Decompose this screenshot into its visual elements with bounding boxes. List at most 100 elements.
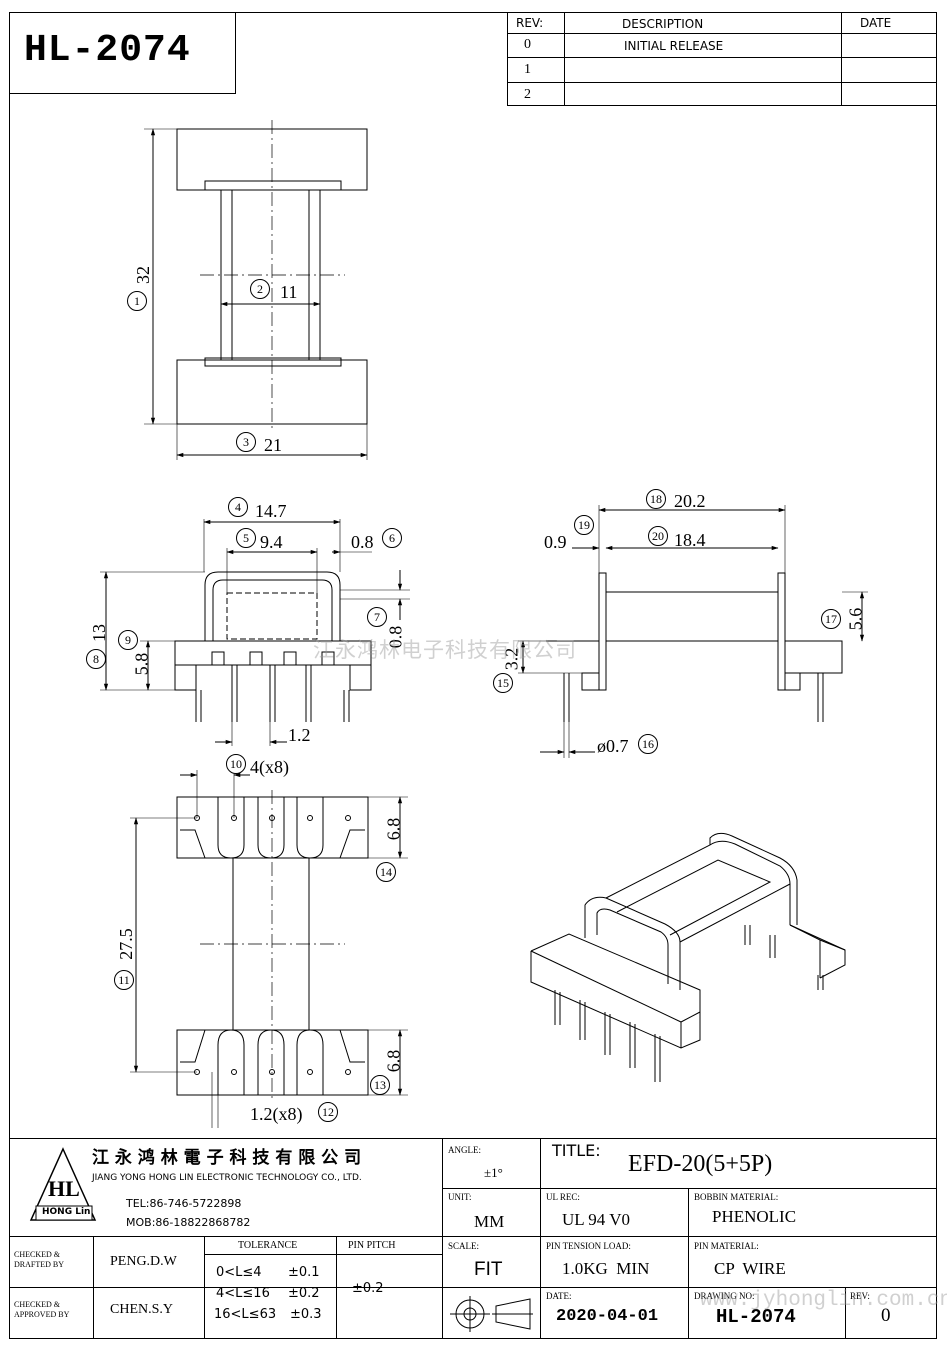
tolerance-value-3: ±0.3 bbox=[290, 1307, 322, 1322]
dim-18-ref: 18 bbox=[646, 489, 666, 509]
isometric-view bbox=[530, 832, 846, 1082]
dim-11-ref: 11 bbox=[114, 970, 134, 990]
pin-pitch-value: ±0.2 bbox=[352, 1281, 384, 1296]
scale-value: FIT bbox=[474, 1259, 503, 1280]
tolerance-range-3: 16<L≤63 bbox=[214, 1307, 277, 1322]
angle-label: ANGLE: bbox=[448, 1145, 481, 1155]
logo-text: HL bbox=[48, 1176, 80, 1201]
dim-15-ref: 15 bbox=[493, 673, 513, 693]
dim-7-ref: 7 bbox=[367, 607, 387, 627]
rev-value: 0 bbox=[881, 1305, 891, 1326]
dim-5-value: 9.4 bbox=[260, 532, 283, 552]
dim-12-value: 1.2(x8) bbox=[250, 1104, 303, 1124]
pin-tension-label: PIN TENSION LOAD: bbox=[546, 1241, 631, 1251]
rev-row-2: 2 bbox=[524, 87, 531, 102]
dim-2-value: 11 bbox=[280, 282, 298, 302]
bottom-view bbox=[130, 770, 408, 1128]
pin-material-label: PIN MATERIAL: bbox=[694, 1241, 759, 1251]
side-view bbox=[518, 505, 868, 758]
date-value: 2020-04-01 bbox=[556, 1307, 659, 1326]
rev-label: REV: bbox=[850, 1291, 870, 1301]
dim-13-ref: 13 bbox=[370, 1075, 390, 1095]
rev-row-0-description: INITIAL RELEASE bbox=[624, 39, 724, 53]
checked-drafted-label: CHECKED & DRAFTED BY bbox=[14, 1250, 65, 1270]
tolerance-range-1: 0<L≤4 bbox=[216, 1265, 262, 1280]
pin-tension-value: 1.0KG MIN bbox=[562, 1259, 650, 1278]
bobbin-material-label: BOBBIN MATERIAL: bbox=[694, 1192, 779, 1202]
dim-14-value: 6.8 bbox=[383, 817, 404, 841]
date-label: DATE: bbox=[546, 1291, 572, 1301]
angle-value: ±1° bbox=[484, 1165, 503, 1180]
drafted-by: PENG.D.W bbox=[110, 1254, 177, 1269]
dim-4-value: 14.7 bbox=[255, 501, 287, 521]
dim-13-value: 6.8 bbox=[383, 1049, 404, 1073]
dim-20-ref: 20 bbox=[648, 526, 668, 546]
dim-19-ref: 19 bbox=[574, 515, 594, 535]
part-title: EFD-20(5+5P) bbox=[628, 1151, 773, 1177]
dim-20-value: 18.4 bbox=[674, 530, 706, 550]
unit-label: UNIT: bbox=[448, 1192, 472, 1202]
rev-header: REV: bbox=[516, 16, 544, 30]
dim-8-ref: 8 bbox=[86, 649, 106, 669]
dim-14-ref: 14 bbox=[376, 862, 396, 882]
drawing-no-value: HL-2074 bbox=[716, 1306, 796, 1328]
top-view bbox=[144, 120, 368, 460]
title-label: TITLE: bbox=[552, 1141, 601, 1160]
checked-approved-label: CHECKED & APPROVED BY bbox=[14, 1300, 70, 1320]
dim-2-ref: 2 bbox=[250, 279, 270, 299]
watermark: 江永鸿林电子科技有限公司 bbox=[313, 638, 577, 662]
dim-18-value: 20.2 bbox=[674, 491, 706, 511]
pin-material-value: CP WIRE bbox=[714, 1259, 786, 1278]
approved-by: CHEN.S.Y bbox=[110, 1302, 174, 1317]
date-header: DATE bbox=[860, 16, 892, 30]
pin-pitch-dim: 1.2 bbox=[288, 725, 311, 745]
company-logo bbox=[29, 1147, 97, 1221]
dim-6-ref: 6 bbox=[382, 528, 402, 548]
front-view bbox=[100, 519, 410, 746]
dim-10-value: 4(x8) bbox=[250, 757, 289, 777]
dim-11-value: 27.5 bbox=[115, 928, 136, 960]
dim-10-ref: 10 bbox=[226, 754, 246, 774]
bobbin-material-value: PHENOLIC bbox=[712, 1207, 797, 1226]
tolerance-value-1: ±0.1 bbox=[288, 1265, 320, 1280]
drawing-no-label: DRAWING NO: bbox=[694, 1291, 755, 1301]
dim-6-value: 0.8 bbox=[351, 532, 374, 552]
ul-label: UL REC: bbox=[546, 1192, 580, 1202]
dim-9-ref: 9 bbox=[118, 630, 138, 650]
company-name-en: JIANG YONG HONG LIN ELECTRONIC TECHNOLOG… bbox=[92, 1173, 362, 1183]
dim-17-ref: 17 bbox=[821, 609, 841, 629]
dim-8-value: 13 bbox=[89, 624, 109, 642]
rev-row-1: 1 bbox=[524, 62, 531, 77]
dim-5-ref: 5 bbox=[236, 528, 256, 548]
tolerance-value-2: ±0.2 bbox=[288, 1286, 320, 1301]
ul-value: UL 94 V0 bbox=[562, 1210, 630, 1229]
part-number-box bbox=[9, 12, 236, 94]
dim-16-value: ø0.7 bbox=[597, 736, 629, 756]
rev-row-0: 0 bbox=[524, 37, 531, 52]
unit-value: MM bbox=[474, 1212, 505, 1231]
tolerance-label: TOLERANCE bbox=[238, 1240, 298, 1251]
company-name-cn: 江 永 鸿 林 電 子 科 技 有 限 公 司 bbox=[92, 1148, 362, 1168]
dim-1-ref: 1 bbox=[127, 291, 147, 311]
tolerance-range-2: 4<L≤16 bbox=[216, 1286, 270, 1301]
pin-pitch-label: PIN PITCH bbox=[348, 1240, 396, 1251]
dim-4-ref: 4 bbox=[228, 497, 248, 517]
dim-16-ref: 16 bbox=[638, 734, 658, 754]
drawing-frame bbox=[9, 12, 937, 1339]
dim-12-ref: 12 bbox=[318, 1102, 338, 1122]
projection-symbol-icon bbox=[450, 1296, 533, 1332]
dim-1-value: 32 bbox=[133, 266, 153, 284]
part-number: HL-2074 bbox=[24, 29, 191, 72]
dim-9-value: 5.8 bbox=[131, 652, 152, 676]
description-header: DESCRIPTION bbox=[622, 17, 704, 31]
scale-label: SCALE: bbox=[448, 1241, 480, 1251]
dim-3-value: 21 bbox=[264, 435, 282, 455]
dim-17-value: 5.6 bbox=[845, 607, 866, 631]
logo-subtext: HONG Lin bbox=[42, 1207, 91, 1217]
technical-drawing bbox=[100, 120, 868, 1128]
company-mob: MOB:86-18822868782 bbox=[126, 1216, 251, 1229]
watermark-url: www.jyhonglin.com.cn bbox=[700, 1289, 947, 1312]
dim-19-value: 0.9 bbox=[544, 532, 567, 552]
dim-3-ref: 3 bbox=[236, 432, 256, 452]
company-tel: TEL:86-746-5722898 bbox=[126, 1197, 242, 1210]
